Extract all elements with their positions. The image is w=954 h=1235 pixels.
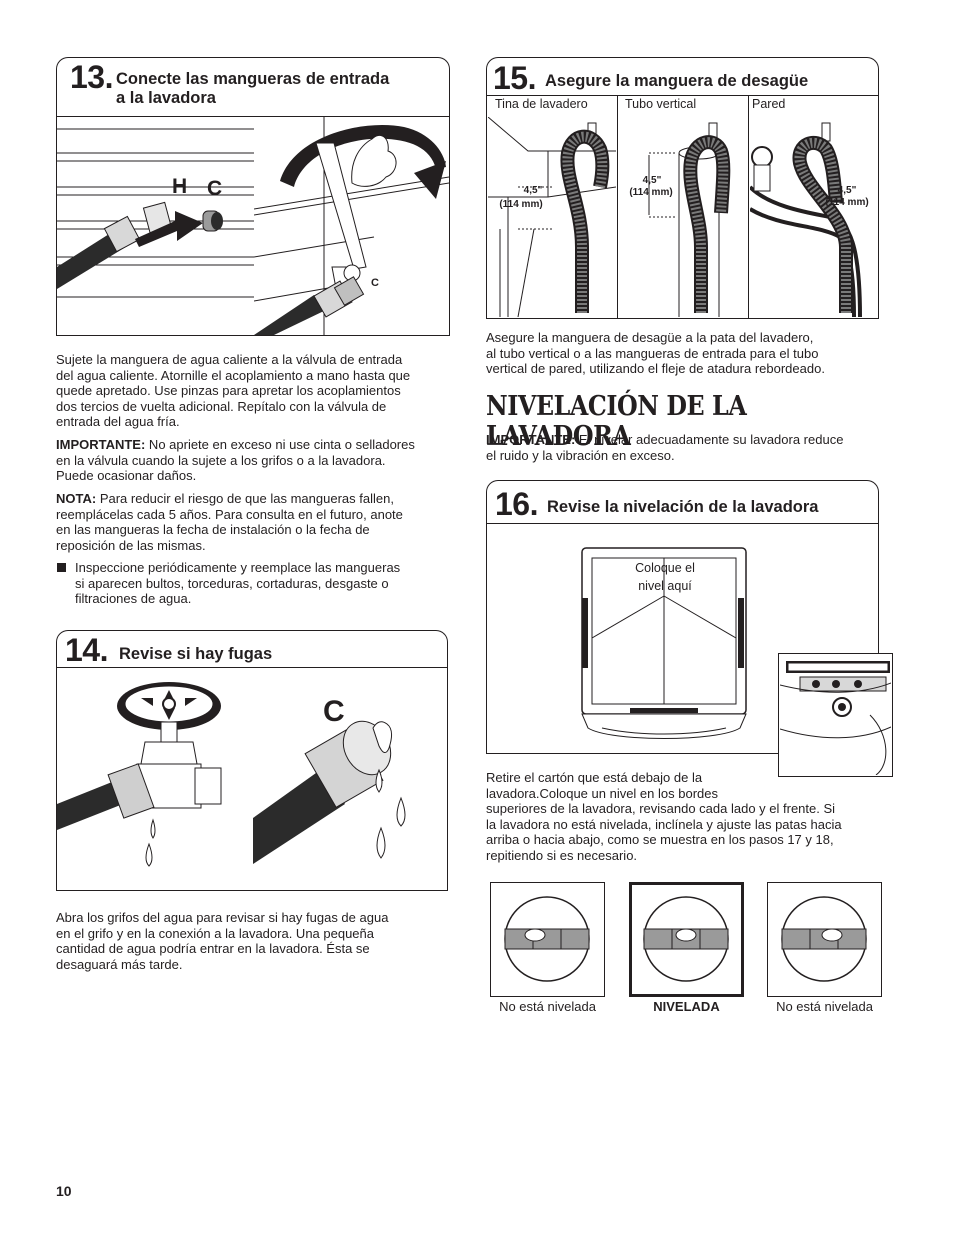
- caption-level: NIVELADA: [653, 999, 720, 1014]
- step15-header: [486, 57, 879, 97]
- level-bubble-center-icon: [643, 896, 729, 982]
- washer-top-view-drawing: [581, 547, 747, 739]
- step15-number: 15.: [493, 60, 536, 96]
- page-number: 10: [56, 1183, 72, 1199]
- step13-title-line1: Conecte las mangueras de entrada: [116, 70, 390, 88]
- step16-number: 16.: [495, 486, 538, 522]
- step15-title: Asegure la manguera de desagüe: [545, 72, 809, 90]
- step14-number: 14.: [65, 632, 108, 668]
- step14-connection-drawing: [253, 720, 406, 864]
- step13-number: 13.: [70, 59, 113, 95]
- panel-label-wall: Pared: [752, 97, 786, 111]
- panel-label-laundry-tub: Tina de lavadero: [495, 97, 588, 111]
- step13-header: [56, 57, 450, 117]
- washer-closeup-inset: [778, 653, 893, 777]
- section-important: IMPORTANTE: El nivelar adecuadamente su …: [486, 432, 844, 463]
- section-title: NIVELACIÓN DE LA LAVADORA: [486, 391, 747, 452]
- level-bubble-right-icon: [781, 896, 867, 982]
- step13-pliers-drawing: [254, 117, 449, 335]
- level-callout: Coloque el nivel aquí: [635, 561, 695, 593]
- washer-closeup-drawing: [780, 661, 891, 775]
- tub-height-metric: (114 mm): [499, 199, 543, 210]
- step13-title-line2: a la lavadora: [116, 89, 216, 107]
- step16-title: Revise la nivelación de la lavadora: [547, 498, 819, 516]
- wall-height-value: 4,5": [837, 185, 857, 196]
- step13-paragraph: Sujete la manguera de agua caliente a la…: [56, 352, 411, 430]
- step15-illustration: [486, 95, 879, 319]
- step15-divider-1: [617, 95, 619, 319]
- caption-not-level-left: No está nivelada: [499, 999, 596, 1014]
- step15-paragraph: Asegure la manguera de desagüe a la pata…: [486, 330, 825, 377]
- step14-paragraph: Abra los grifos del agua para revisar si…: [56, 910, 389, 972]
- standpipe-drawing: [648, 122, 731, 317]
- hot-valve-label: H: [172, 175, 188, 198]
- step13-important: IMPORTANTE: No apriete en exceso ni use …: [56, 437, 415, 484]
- step13-bullet: Inspeccione periódicamente y reemplace l…: [75, 560, 401, 607]
- step15-divider-2: [748, 95, 750, 319]
- laundry-tub-drawing: [488, 117, 616, 317]
- level-bubble-left-icon: [504, 896, 590, 982]
- step13-hose-valve-drawing: [57, 128, 254, 298]
- step14-faucet-drawing: [57, 682, 222, 867]
- cold-valve-label: C: [207, 177, 223, 200]
- cold-label-step14: C: [323, 695, 345, 728]
- step14-title: Revise si hay fugas: [119, 645, 273, 663]
- tub-height-value: 4,5": [523, 185, 543, 196]
- standpipe-height-value: 4,5": [642, 175, 662, 186]
- cold-valve-label-small: C: [371, 277, 379, 289]
- step13-note: NOTA: Para reducir el riesgo de que las …: [56, 491, 403, 553]
- wall-drawing: [750, 122, 862, 317]
- wall-height-metric: (114 mm): [825, 197, 869, 208]
- step16-paragraph: Retire el cartón que está debajo de la l…: [486, 770, 842, 863]
- step16-header: [486, 480, 879, 524]
- panel-label-standpipe: Tubo vertical: [625, 97, 697, 111]
- standpipe-height-metric: (114 mm): [629, 187, 673, 198]
- step14-header: [56, 630, 448, 668]
- caption-not-level-right: No está nivelada: [776, 999, 873, 1014]
- bullet-square-icon: [57, 563, 66, 572]
